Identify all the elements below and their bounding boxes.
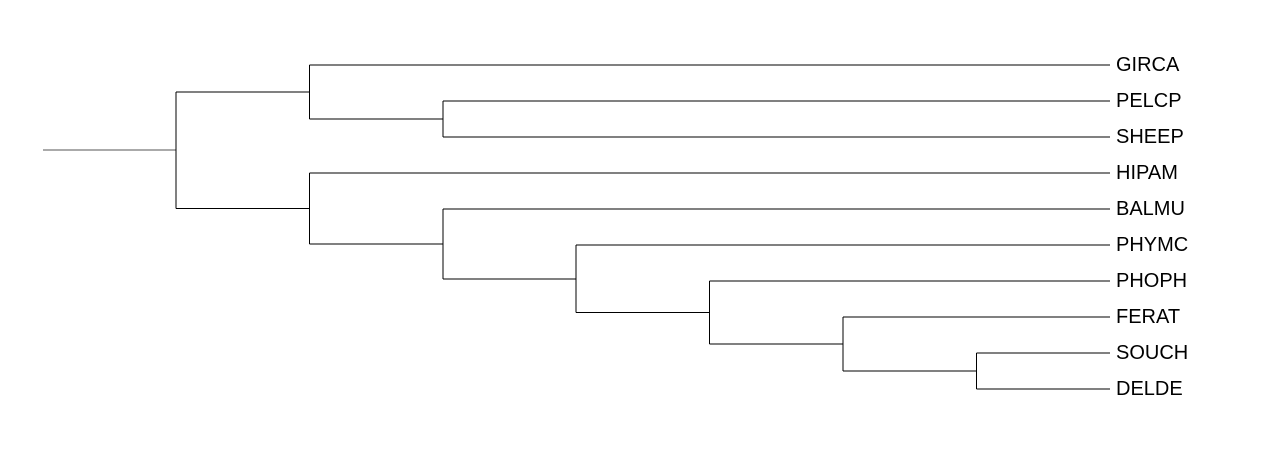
tip-label-phoph: PHOPH bbox=[1116, 270, 1187, 292]
tip-label-delde: DELDE bbox=[1116, 378, 1183, 400]
tip-label-souch: SOUCH bbox=[1116, 342, 1188, 364]
tip-label-pelcp: PELCP bbox=[1116, 90, 1182, 112]
tip-labels: GIRCA PELCP SHEEP HIPAM BALMU PHYMC PHOPH FERAT… bbox=[1116, 54, 1188, 400]
tip-label-phymc: PHYMC bbox=[1116, 234, 1188, 256]
tip-label-ferat: FERAT bbox=[1116, 306, 1180, 328]
tip-label-girca: GIRCA bbox=[1116, 54, 1180, 76]
tree-branches bbox=[43, 64, 1110, 390]
tip-label-sheep: SHEEP bbox=[1116, 126, 1184, 148]
tip-label-hipam: HIPAM bbox=[1116, 162, 1178, 184]
tip-label-balmu: BALMU bbox=[1116, 198, 1185, 220]
